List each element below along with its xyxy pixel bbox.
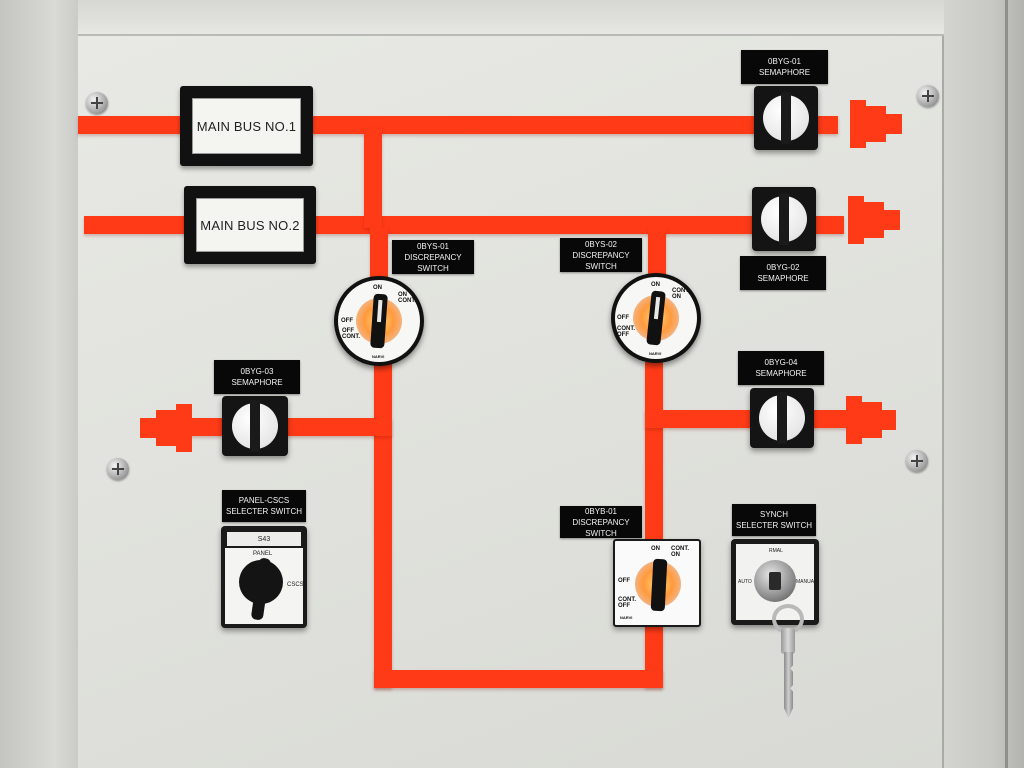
semaphore-bar-icon (779, 193, 789, 245)
main-bus-2-label: MAIN BUS NO.2 (196, 198, 304, 252)
discrepancy-switch-0byb01[interactable]: ON CONT. ON OFF CONT. OFF NARVI (613, 539, 701, 627)
feeder-line-right-top (648, 228, 666, 280)
tag-desc: DISCREPANCY SWITCH (572, 517, 630, 538)
connector-tee (140, 418, 156, 438)
brand-mark: NARVI (372, 354, 385, 359)
semaphore-0byg04-tag: 0BYG-04 SEMAPHORE (738, 351, 824, 385)
dial-mark-cont-on: CONT. ON (672, 288, 690, 300)
tag-desc: SEMAPHORE (231, 378, 283, 387)
tag-id: 0BYG-01 (768, 57, 801, 66)
connector-tee (850, 100, 866, 148)
semaphore-0byg02-tag: 0BYG-02 SEMAPHORE (740, 256, 826, 290)
key-head-icon[interactable] (781, 628, 795, 654)
cabinet-seam-outer (1005, 0, 1008, 768)
semaphore-0byg03[interactable] (222, 396, 288, 456)
connector-tee (864, 202, 884, 238)
tag-id: 0BYG-02 (766, 263, 800, 272)
position-normal: RMAL (769, 548, 783, 554)
dial-mark-off: OFF (341, 318, 353, 324)
discrepancy-switch-0bys01-tag: 0BYS-01 DISCREPANCY SWITCH (392, 240, 474, 274)
cabinet-frame-left (0, 0, 78, 768)
connector-tee (156, 410, 176, 446)
dial-mark-cont-on: CONT. ON (671, 546, 689, 558)
tag-desc: SELECTER SWITCH (735, 521, 812, 530)
main-bus-2-nameplate: MAIN BUS NO.2 (184, 186, 316, 264)
feeder-line-left (374, 360, 392, 688)
connector-tee (882, 410, 896, 430)
discrepancy-switch-0bys02[interactable]: ON CONT. ON OFF CONT. OFF NARVI (611, 273, 701, 363)
dial-mark-off-cont: OFF CONT. (342, 328, 360, 340)
position-panel: PANEL (253, 551, 273, 557)
tag-id: 0BYS-01 (416, 241, 450, 251)
semaphore-0byg02[interactable] (752, 187, 816, 251)
position-manual: MANUAL (796, 579, 817, 585)
bus-tie-line (364, 128, 382, 228)
discrepancy-switch-0bys01[interactable]: ON ON CONT. OFF OFF CONT. NARVI (334, 276, 424, 366)
semaphore-0byg01[interactable] (754, 86, 818, 150)
switch-tag-plate: S43 (227, 532, 301, 546)
dial-mark-on: ON (651, 282, 660, 288)
switch-knob-icon[interactable] (650, 558, 668, 612)
dial-mark-cont-off: CONT. OFF (617, 326, 635, 338)
tag-desc: DISCREPANCY SWITCH (404, 252, 462, 273)
dial-mark-on: ON (651, 546, 660, 552)
tag-id: 0BYB-01 (584, 506, 618, 516)
semaphore-bar-icon (250, 400, 260, 452)
dial-mark-cont-off: CONT. OFF (618, 597, 636, 609)
tag-desc: SELECTER SWITCH (225, 507, 302, 516)
dial-mark-on: ON (373, 285, 382, 291)
screw-icon (86, 92, 108, 114)
connector-tee (884, 210, 900, 230)
screw-icon (107, 458, 129, 480)
connector-tee (862, 402, 882, 438)
semaphore-bar-icon (777, 392, 787, 444)
semaphore-0byg03-tag: 0BYG-03 SEMAPHORE (214, 360, 300, 394)
switch-face: PANEL CSCS (225, 548, 304, 624)
tag-desc: SEMAPHORE (758, 68, 811, 77)
cabinet-frame-right (944, 0, 1024, 768)
tag-id: 0BYG-03 (240, 367, 274, 376)
cabinet-seam (942, 0, 944, 768)
bottom-loop-line (374, 670, 663, 688)
connector-tee (848, 196, 864, 244)
synch-selector-tag: SYNCH SELECTER SWITCH (732, 504, 816, 536)
semaphore-0byg04[interactable] (750, 388, 814, 448)
main-bus-1-nameplate: MAIN BUS NO.1 (180, 86, 313, 166)
brand-mark: NARVI (649, 351, 662, 356)
discrepancy-switch-0bys02-tag: 0BYS-02 DISCREPANCY SWITCH (560, 238, 642, 272)
switch-face: RMAL AUTO MANUAL (736, 544, 817, 620)
connector-tee (886, 114, 902, 134)
semaphore-bar-icon (781, 92, 791, 144)
key-slot-icon (769, 572, 781, 590)
screw-icon (917, 85, 939, 107)
panel-cscs-selector-switch[interactable]: S43 PANEL CSCS (221, 526, 307, 628)
connector-tee (866, 106, 886, 142)
panel-cscs-selector-tag: PANEL-CSCS SELECTER SWITCH (222, 490, 306, 522)
brand-mark: NARVI (620, 615, 633, 620)
main-bus-1-label: MAIN BUS NO.1 (192, 98, 301, 154)
feeder-line-left-top (370, 228, 388, 286)
connector-tee (176, 404, 192, 452)
tag-desc: DISCREPANCY SWITCH (572, 250, 630, 271)
dial-mark-on-cont: ON CONT. (398, 292, 416, 304)
key-blade-icon (784, 652, 793, 718)
dial-mark-off: OFF (617, 315, 629, 321)
screw-icon (906, 450, 928, 472)
tag-desc: SEMAPHORE (757, 274, 809, 283)
tag-title: PANEL-CSCS (238, 496, 290, 505)
cabinet-top-strip (78, 0, 944, 36)
tag-title: SYNCH (759, 510, 788, 519)
position-auto: AUTO (738, 579, 752, 585)
connector-tee (846, 396, 862, 444)
feeder-line-right (645, 362, 663, 542)
discrepancy-switch-0byb01-tag: 0BYB-01 DISCREPANCY SWITCH (560, 506, 642, 538)
position-cscs: CSCS (287, 582, 304, 588)
tag-desc: SEMAPHORE (755, 369, 807, 378)
semaphore-0byg01-tag: 0BYG-01 SEMAPHORE (741, 50, 828, 84)
tag-id: 0BYG-04 (764, 358, 798, 367)
dial-mark-off: OFF (618, 578, 630, 584)
tag-id: 0BYS-02 (584, 239, 618, 249)
